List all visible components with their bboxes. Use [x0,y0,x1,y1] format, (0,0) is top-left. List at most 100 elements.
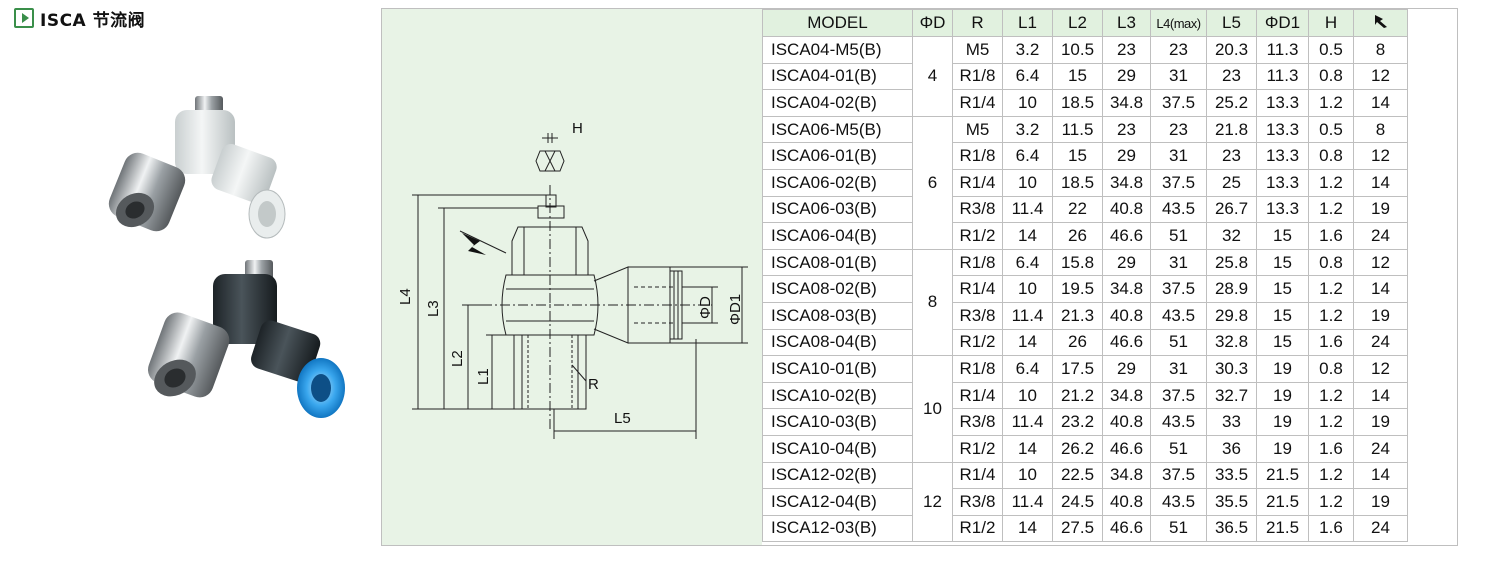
cell-l5: 26.7 [1206,195,1257,224]
cell-l5: 32.7 [1206,381,1257,410]
cell-model: ISCA08-01(B) [762,248,913,277]
cell-h: 1.2 [1308,195,1354,224]
cell-model: ISCA10-03(B) [762,408,913,436]
cell-l5: 25.8 [1206,248,1257,277]
cell-r: R1/2 [952,434,1003,463]
cell-h: 0.8 [1308,355,1354,383]
cell-model: ISCA10-04(B) [762,434,913,463]
spec-panel: H L4 L3 L2 L1 R L5 ΦD ΦD1 MODEL ΦD R L1 … [381,8,1458,546]
cell-l4: 31 [1150,142,1207,170]
cell-l3: 34.8 [1102,461,1151,490]
cell-h: 1.2 [1308,461,1354,490]
cell-l3: 46.6 [1102,328,1151,357]
label-h: H [572,120,583,137]
cell-l4: 37.5 [1150,89,1207,117]
label-r: R [588,376,599,393]
cell-l3: 23 [1102,36,1151,64]
cell-model: ISCA10-02(B) [762,381,913,410]
cell-model: ISCA06-01(B) [762,142,913,170]
cell-l1: 10 [1002,381,1053,410]
header-l5: L5 [1206,9,1257,37]
cell-w: 12 [1353,355,1408,383]
cell-r: R1/8 [952,62,1003,91]
cell-l2: 17.5 [1052,355,1103,383]
label-l2: L2 [449,350,466,367]
cell-l1: 11.4 [1002,301,1053,330]
cell-w: 12 [1353,142,1408,170]
cell-l3: 34.8 [1102,168,1151,197]
cell-l3: 40.8 [1102,301,1151,330]
cell-w: 19 [1353,408,1408,436]
cell-w: 12 [1353,248,1408,277]
cell-l1: 10 [1002,89,1053,117]
cell-model: ISCA08-03(B) [762,301,913,330]
cell-h: 1.2 [1308,408,1354,436]
cell-w: 14 [1353,461,1408,490]
cell-l2: 22.5 [1052,461,1103,490]
cell-r: R3/8 [952,301,1003,330]
cell-od1: 21.5 [1256,514,1309,543]
header-model: MODEL [762,9,913,37]
cell-l2: 18.5 [1052,89,1103,117]
cell-od1: 15 [1256,222,1309,250]
cell-model: ISCA08-04(B) [762,328,913,357]
cell-l4: 43.5 [1150,301,1207,330]
play-icon [14,8,34,28]
cell-r: R1/2 [952,222,1003,250]
cell-w: 14 [1353,168,1408,197]
cell-r: R3/8 [952,195,1003,224]
cell-od1: 13.3 [1256,115,1309,144]
cell-w: 24 [1353,222,1408,250]
cell-l5: 30.3 [1206,355,1257,383]
dimension-drawing: H L4 L3 L2 L1 R L5 ΦD ΦD1 [397,120,748,439]
cell-l1: 6.4 [1002,248,1053,277]
cell-l2: 26 [1052,222,1103,250]
cell-od1: 21.5 [1256,461,1309,490]
cell-l5: 29.8 [1206,301,1257,330]
black-fitting-photo [147,260,345,418]
cell-r: R1/4 [952,461,1003,490]
header-l4: L4(max) [1150,9,1207,37]
cell-l5: 28.9 [1206,275,1257,303]
cell-l4: 43.5 [1150,408,1207,436]
cell-w: 19 [1353,488,1408,516]
cell-l2: 15 [1052,142,1103,170]
cell-w: 8 [1353,115,1408,144]
cell-model: ISCA12-04(B) [762,488,913,516]
cell-r: M5 [952,36,1003,64]
cell-l1: 10 [1002,461,1053,490]
cell-l4: 31 [1150,62,1207,91]
cell-l5: 32.8 [1206,328,1257,357]
label-l3: L3 [425,300,442,317]
drawing-background [382,9,762,545]
cell-od1: 15 [1256,248,1309,277]
cell-l3: 40.8 [1102,408,1151,436]
cell-l5: 21.8 [1206,115,1257,144]
section-title: ISCA 节流阀 [14,6,145,31]
cell-l3: 46.6 [1102,514,1151,543]
cell-r: R1/4 [952,168,1003,197]
cell-l2: 15 [1052,62,1103,91]
table-header-row: MODEL ΦD R L1 L2 L3 L4(max) L5 ΦD1 H [762,9,1408,37]
cell-l2: 23.2 [1052,408,1103,436]
cell-model: ISCA04-M5(B) [762,36,913,64]
cell-model: ISCA06-M5(B) [762,115,913,144]
cell-l4: 23 [1150,36,1207,64]
cell-l3: 23 [1102,115,1151,144]
cell-r: R1/4 [952,275,1003,303]
header-l3: L3 [1102,9,1151,37]
cell-model: ISCA12-03(B) [762,514,913,543]
cell-l1: 10 [1002,275,1053,303]
cell-l3: 34.8 [1102,381,1151,410]
cell-l2: 22 [1052,195,1103,224]
cell-l3: 46.6 [1102,222,1151,250]
